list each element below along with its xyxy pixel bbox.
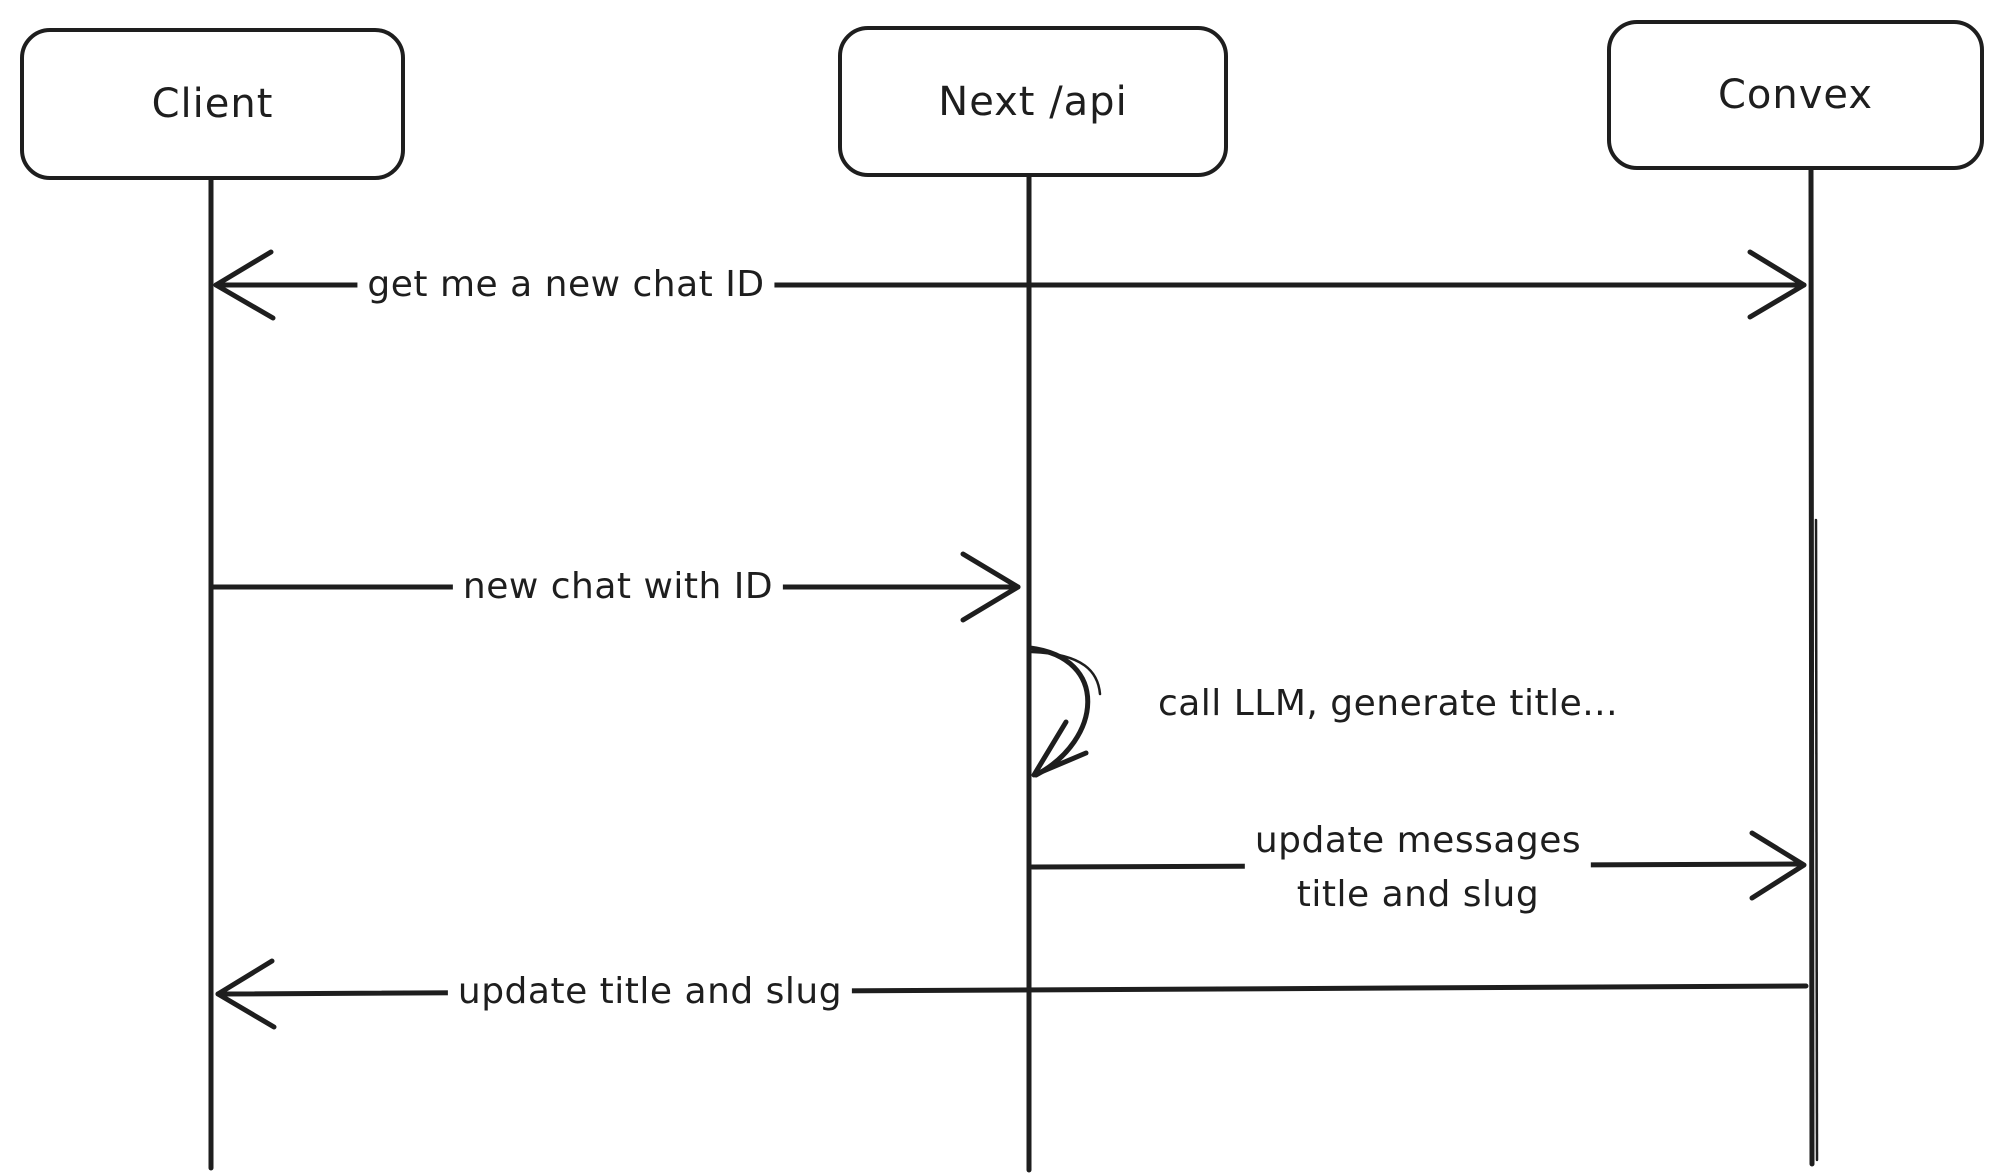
message-arrow-self-loop-llm — [1027, 645, 1102, 778]
actor-box-convex: Convex — [1607, 20, 1984, 170]
actor-box-client: Client — [20, 28, 405, 180]
message-label-call-llm-generate-title: call LLM, generate title... — [1157, 683, 1619, 724]
arrowhead-left-icon — [213, 249, 276, 321]
arrowhead-right-icon — [1749, 830, 1807, 901]
message-label-new-chat-with-id: new chat with ID — [452, 560, 784, 614]
actor-box-next-api: Next /api — [838, 26, 1228, 177]
self-loop-sketch-stroke — [1030, 650, 1102, 696]
message-label-get-new-chat-id: get me a new chat ID — [357, 258, 775, 312]
message-label-update-title-and-slug: update title and slug — [447, 965, 853, 1019]
actor-label-client: Client — [151, 81, 274, 127]
arrowhead-left-icon — [215, 958, 277, 1030]
arrowhead-right-icon — [1747, 249, 1807, 320]
actor-label-next-api: Next /api — [938, 78, 1128, 125]
message-label-update-messages-title-slug: update messages title and slug — [1244, 814, 1592, 922]
lifeline-convex-sketch-stroke — [1814, 518, 1819, 1162]
message-label-line-2: title and slug — [1296, 874, 1540, 915]
message-label-line-1: update messages — [1254, 820, 1582, 861]
actor-label-convex: Convex — [1717, 72, 1873, 118]
lifeline-convex — [1808, 167, 1815, 1167]
arrowhead-right-icon — [960, 551, 1021, 623]
arrowhead-down-left-icon — [1031, 719, 1089, 778]
